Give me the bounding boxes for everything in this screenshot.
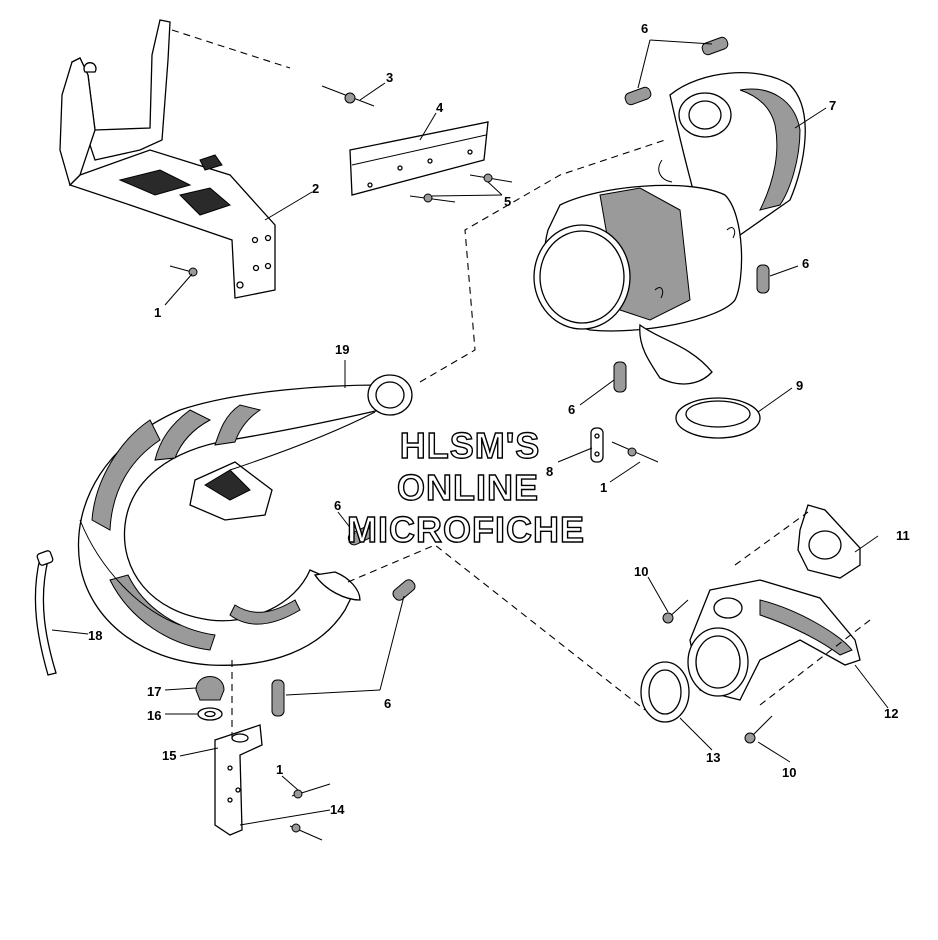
callout-10[interactable]: 10 [782, 765, 796, 780]
mounting-strap[interactable] [34, 550, 57, 676]
callout-19[interactable]: 19 [335, 342, 349, 357]
screw[interactable] [321, 85, 375, 107]
callout-17[interactable]: 17 [147, 684, 161, 699]
callout-2[interactable]: 2 [312, 181, 319, 196]
callout-6[interactable]: 6 [334, 498, 341, 513]
callout-7[interactable]: 7 [829, 98, 836, 113]
callout-12[interactable]: 12 [884, 706, 898, 721]
rubber-bumper[interactable] [195, 676, 225, 701]
callout-1[interactable]: 1 [600, 480, 607, 495]
screws[interactable] [409, 173, 513, 203]
washer[interactable] [197, 707, 223, 721]
callout-8[interactable]: 8 [546, 464, 553, 479]
watermark-line-2: ONLINE [397, 467, 539, 508]
callout-5[interactable]: 5 [504, 194, 511, 209]
spring[interactable] [613, 361, 627, 393]
callout-1[interactable]: 1 [276, 762, 283, 777]
support-bracket[interactable] [59, 19, 276, 299]
mounting-bracket[interactable] [214, 724, 263, 836]
callout-3[interactable]: 3 [386, 70, 393, 85]
grommet[interactable] [675, 397, 761, 439]
spring[interactable] [347, 525, 374, 546]
callout-6[interactable]: 6 [568, 402, 575, 417]
spring[interactable] [701, 36, 730, 56]
watermark: HLSM'S ONLINE MICROFICHE [346, 424, 585, 550]
callout-14[interactable]: 14 [330, 802, 345, 817]
muffler[interactable] [533, 72, 806, 385]
exhaust-manifold[interactable] [687, 579, 861, 701]
callout-1[interactable]: 1 [154, 305, 161, 320]
callouts: 1 2 3 4 5 6 7 6 6 9 8 1 11 10 12 13 10 6… [88, 21, 910, 817]
exhaust-gasket[interactable] [640, 661, 690, 723]
bolt[interactable] [291, 783, 331, 799]
alignment-line [171, 29, 291, 69]
callout-10[interactable]: 10 [634, 564, 648, 579]
watermark-line-1: HLSM'S [400, 425, 541, 466]
spring[interactable] [756, 264, 770, 294]
tab-plate[interactable] [590, 427, 604, 463]
callout-4[interactable]: 4 [436, 100, 444, 115]
bolt[interactable] [744, 715, 773, 744]
expansion-chamber[interactable] [77, 374, 413, 666]
leader-lines [51, 39, 889, 826]
callout-18[interactable]: 18 [88, 628, 102, 643]
alignment-line [347, 544, 646, 711]
callout-9[interactable]: 9 [796, 378, 803, 393]
bolt[interactable] [169, 265, 198, 277]
callout-6[interactable]: 6 [641, 21, 648, 36]
spring[interactable] [624, 86, 653, 106]
nut[interactable] [289, 823, 323, 841]
spring[interactable] [391, 578, 417, 603]
callout-11[interactable]: 11 [896, 528, 910, 543]
manifold-gasket[interactable] [797, 504, 861, 579]
heat-shield[interactable] [349, 121, 489, 196]
alignment-line [734, 511, 809, 566]
spring[interactable] [271, 679, 285, 717]
bolt[interactable] [662, 599, 689, 624]
watermark-line-3: MICROFICHE [347, 509, 585, 550]
callout-13[interactable]: 13 [706, 750, 720, 765]
callout-6[interactable]: 6 [802, 256, 809, 271]
alignment-line [419, 139, 666, 383]
callout-15[interactable]: 15 [162, 748, 176, 763]
callout-6[interactable]: 6 [384, 696, 391, 711]
bolt[interactable] [611, 441, 659, 463]
callout-16[interactable]: 16 [147, 708, 161, 723]
